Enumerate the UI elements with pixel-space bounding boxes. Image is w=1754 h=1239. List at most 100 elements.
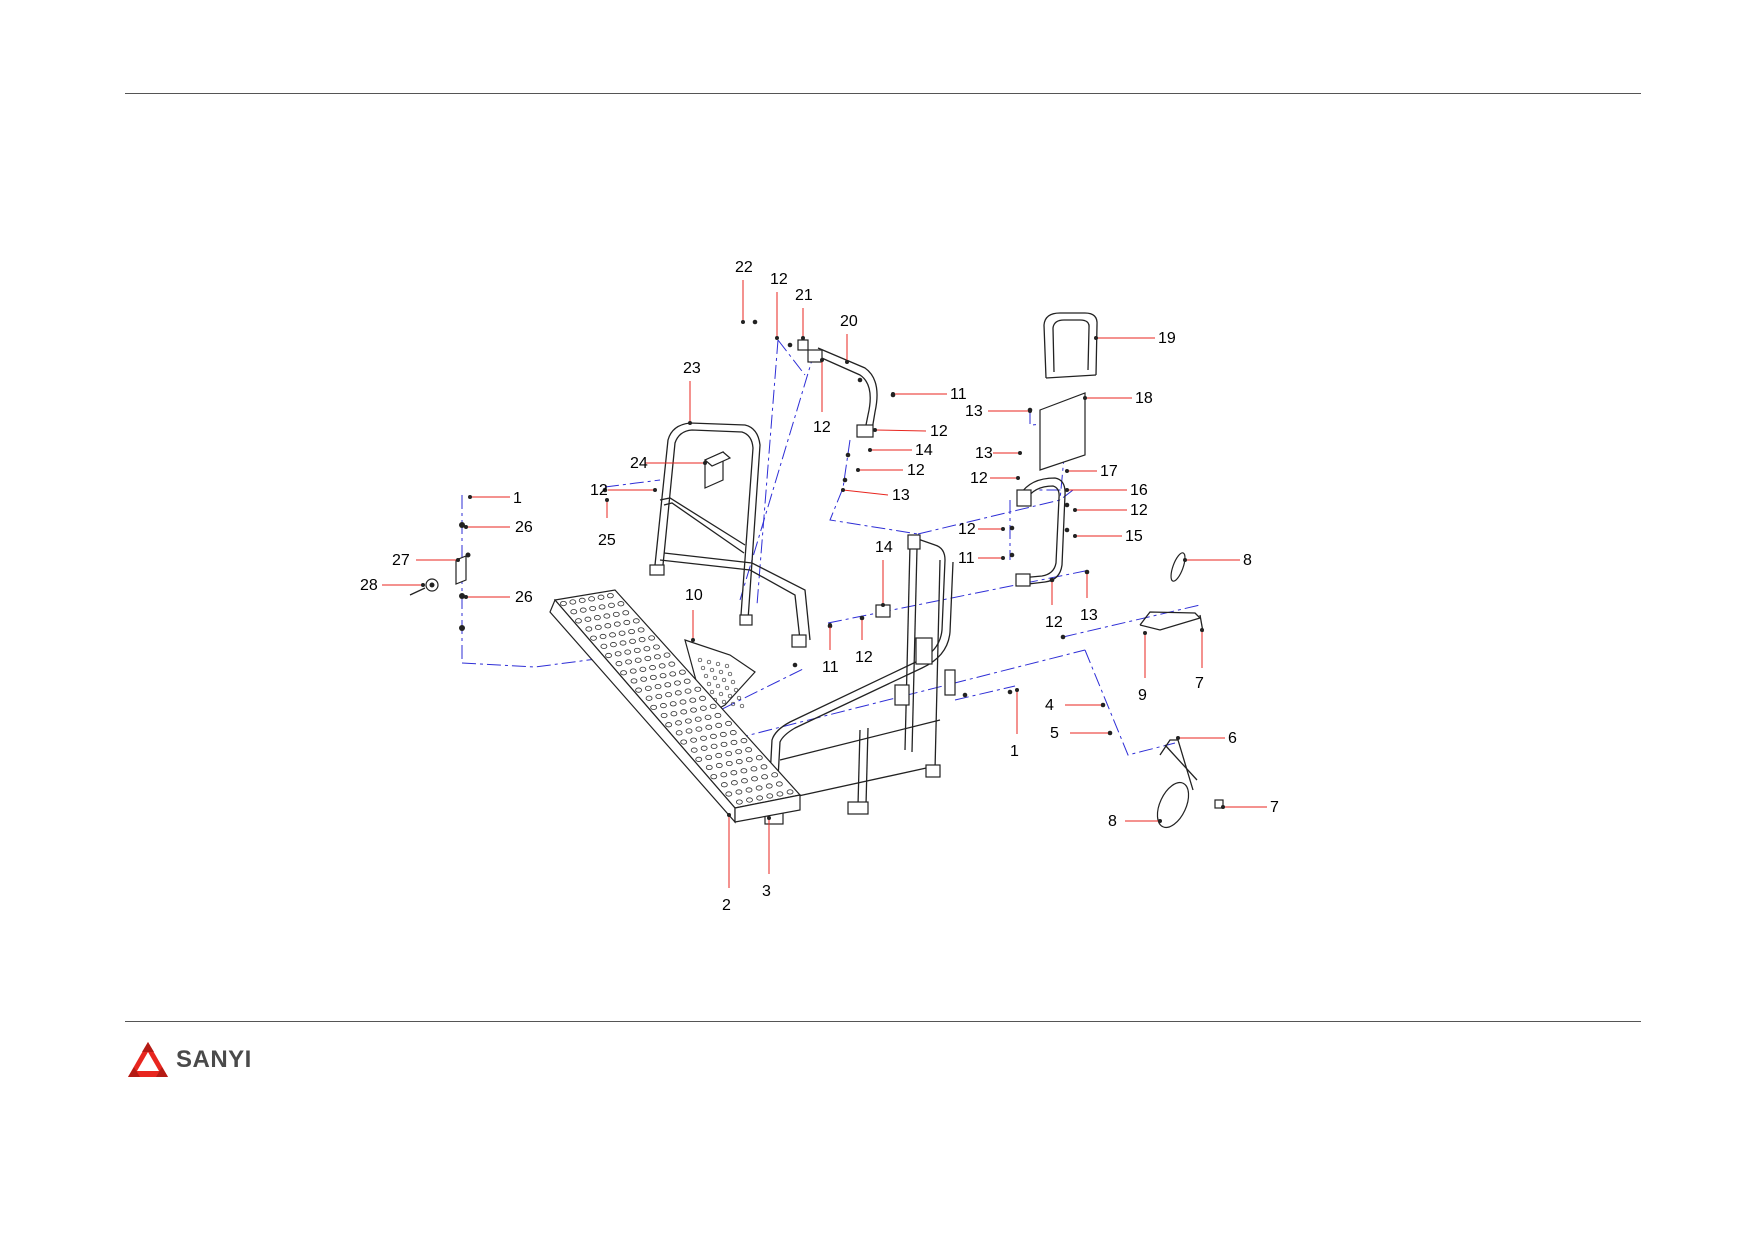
plate-hole xyxy=(695,756,703,762)
plate-hole xyxy=(704,714,712,720)
plate-hole xyxy=(649,665,656,671)
callout-c25: 25 xyxy=(598,532,616,549)
plate-hole xyxy=(725,791,733,797)
plate-hole xyxy=(650,704,658,711)
plate-hole xyxy=(683,678,691,684)
leader-end-c7b xyxy=(1221,805,1225,809)
step-hole xyxy=(727,671,733,677)
plate-hole xyxy=(741,778,748,784)
plate-hole xyxy=(603,613,611,619)
plate-hole xyxy=(593,615,601,621)
leader-end-c7a xyxy=(1200,628,1204,632)
leader-end-c12g xyxy=(1073,508,1077,512)
callout-c19: 19 xyxy=(1158,330,1176,347)
plate-hole xyxy=(560,600,567,607)
leader-end-c6 xyxy=(1176,736,1180,740)
leader-end-c12b xyxy=(820,358,824,362)
callout-c12d: 12 xyxy=(907,462,925,479)
plate-hole xyxy=(719,731,727,738)
plate-hole xyxy=(690,747,698,753)
plate-hole xyxy=(637,627,645,633)
plate-hole xyxy=(614,651,622,657)
plate-hole xyxy=(613,621,621,627)
step-hole xyxy=(715,661,721,667)
callout-c11b: 11 xyxy=(958,550,975,567)
plate-hole xyxy=(715,752,723,759)
plate-hole xyxy=(618,630,626,636)
plate-hole xyxy=(575,618,582,624)
plate-hole xyxy=(665,692,672,698)
plate-hole xyxy=(668,661,676,667)
leader-end-c13c xyxy=(1018,451,1022,455)
plate-hole xyxy=(730,739,738,746)
plate-hole xyxy=(569,599,577,605)
plate-hole xyxy=(659,673,667,679)
plate-hole xyxy=(745,747,753,753)
step-hole xyxy=(736,695,742,701)
leader-end-c12i xyxy=(1050,578,1054,582)
callout-c20: 20 xyxy=(840,313,858,330)
plate-hole xyxy=(632,618,640,624)
step-hole xyxy=(721,677,727,683)
callout-c27: 27 xyxy=(392,552,410,569)
plate-hole xyxy=(685,728,693,734)
leader-end-c27 xyxy=(456,558,460,562)
plate-hole xyxy=(689,697,697,703)
plate-hole xyxy=(705,764,713,771)
plate-hole xyxy=(588,596,596,602)
plate-hole xyxy=(634,657,642,663)
bolt xyxy=(787,342,793,348)
plate-hole xyxy=(735,749,743,755)
callout-c2: 2 xyxy=(722,897,731,914)
plate-hole xyxy=(597,594,605,600)
callout-c26b: 26 xyxy=(515,589,533,606)
leader-end-c25 xyxy=(605,498,609,502)
plate-hole xyxy=(643,646,651,652)
step-hole xyxy=(721,699,727,705)
leader-end-c23 xyxy=(688,421,692,425)
callout-c26a: 26 xyxy=(515,519,533,536)
callout-c7b: 7 xyxy=(1270,799,1279,816)
plate-hole xyxy=(604,623,612,629)
callout-c15: 15 xyxy=(1125,528,1143,545)
plate-hole xyxy=(598,604,606,610)
step-hole xyxy=(706,659,712,665)
callout-c21: 21 xyxy=(795,287,813,304)
leader-end-c22 xyxy=(741,320,745,324)
step-hole xyxy=(733,687,739,693)
callout-c17: 17 xyxy=(1100,463,1118,480)
plate-hole xyxy=(684,718,692,724)
plate-hole xyxy=(766,793,774,799)
plate-hole xyxy=(684,688,692,694)
plate-hole xyxy=(690,737,698,743)
callout-c12a: 12 xyxy=(770,271,788,288)
leader-end-c12j xyxy=(860,616,864,620)
step-hole xyxy=(706,681,712,687)
plate-hole xyxy=(619,640,627,646)
leader-end-c19 xyxy=(1094,336,1098,340)
callout-c28: 28 xyxy=(360,577,378,594)
bolt xyxy=(1009,525,1015,531)
plate-hole xyxy=(679,699,687,705)
callout-c12h: 12 xyxy=(958,521,976,538)
plate-hole xyxy=(771,772,779,778)
plate-hole xyxy=(664,682,672,688)
plate-hole xyxy=(663,652,671,658)
plate-hole xyxy=(710,733,717,740)
leader-end-c10 xyxy=(691,638,695,642)
leader-end-c13d xyxy=(1085,570,1089,574)
plate-hole xyxy=(629,668,637,674)
step-hole xyxy=(697,657,703,663)
plate-hole xyxy=(644,655,652,662)
leader-end-c2 xyxy=(727,813,731,817)
callout-c5: 5 xyxy=(1050,725,1059,742)
part-8-mirror-upper xyxy=(1170,552,1186,582)
plate-hole xyxy=(735,799,743,805)
plate-hole xyxy=(730,780,738,786)
leader-end-c15 xyxy=(1073,534,1077,538)
plate-hole xyxy=(735,789,743,795)
plate-hole xyxy=(607,593,614,599)
leader-end-c24 xyxy=(703,461,707,465)
part-23-left-railing xyxy=(649,422,811,648)
step-hole xyxy=(724,685,730,691)
